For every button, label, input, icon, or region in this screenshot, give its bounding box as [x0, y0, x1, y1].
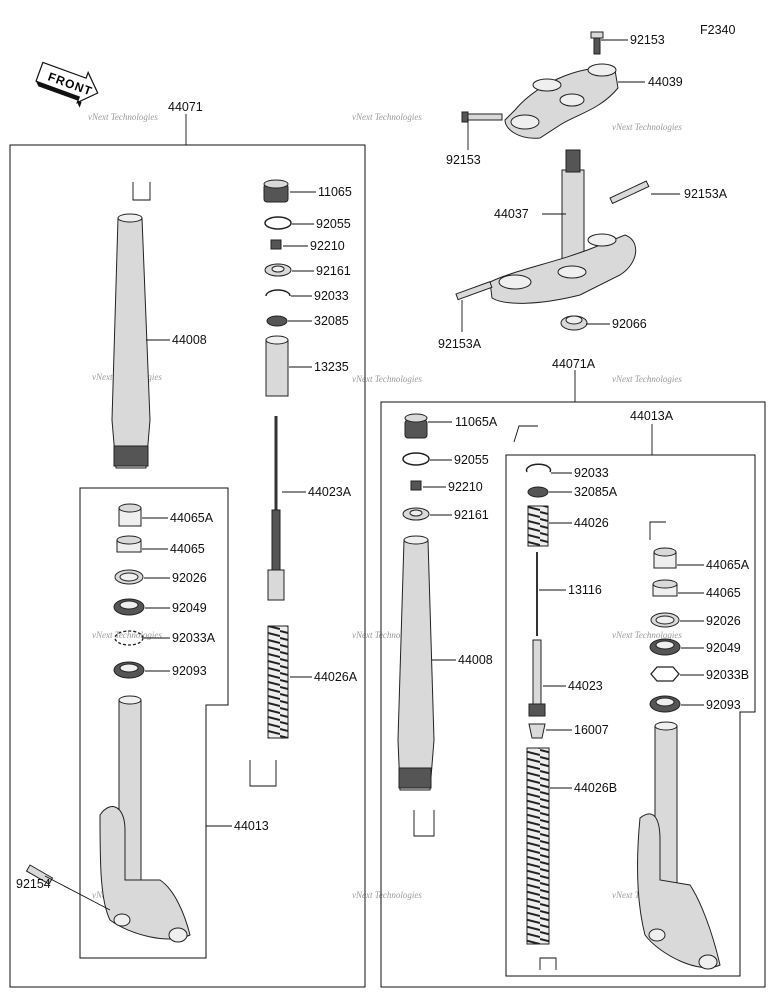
part-label-11065a: 11065A: [455, 415, 498, 429]
part-label-92161: 92161: [316, 264, 351, 278]
part-label-92033: 92033: [574, 466, 609, 480]
front-arrow-icon: FRONT: [35, 61, 99, 108]
part-label-44023a: 44023A: [308, 485, 352, 499]
left-inner-frame: [79, 487, 229, 959]
part-label-92210: 92210: [448, 480, 483, 494]
part-label-44065: 44065: [706, 586, 741, 600]
part-label-44039: 44039: [648, 75, 683, 89]
part-label-44071a: 44071A: [552, 357, 596, 371]
part-label-92161: 92161: [454, 508, 489, 522]
watermark: vNext Technologies: [352, 890, 422, 900]
part-label-92049: 92049: [172, 601, 207, 615]
part-label-92055: 92055: [454, 453, 489, 467]
part-label-92033b: 92033B: [706, 668, 749, 682]
right-inner-frame: [505, 454, 756, 977]
left-fork-frame: [9, 144, 366, 988]
part-label-92153a: 92153A: [438, 337, 482, 351]
part-label-92153: 92153: [446, 153, 481, 167]
part-label-44013: 44013: [234, 819, 269, 833]
part-label-44071: 44071: [168, 100, 203, 114]
part-label-44026a: 44026A: [314, 670, 358, 684]
part-label-44008: 44008: [172, 333, 207, 347]
part-label-44026b: 44026B: [574, 781, 617, 795]
part-label-92153: 92153: [630, 33, 665, 47]
part-label-92210: 92210: [310, 239, 345, 253]
part-label-92026: 92026: [172, 571, 207, 585]
watermark: vNext Technologies: [88, 112, 158, 122]
part-label-44037: 44037: [494, 207, 529, 221]
part-label-44065a: 44065A: [706, 558, 750, 572]
part-label-32085: 32085: [314, 314, 349, 328]
figure-code: F2340: [700, 23, 735, 37]
part-label-92066: 92066: [612, 317, 647, 331]
part-label-13116: 13116: [568, 583, 602, 597]
steering-assembly: [455, 31, 650, 331]
part-label-44065: 44065: [170, 542, 205, 556]
part-label-44065a: 44065A: [170, 511, 214, 525]
watermark: vNext Technologies: [612, 122, 682, 132]
part-label-11065: 11065: [318, 185, 352, 199]
part-label-92154: 92154: [16, 877, 51, 891]
part-label-92033: 92033: [314, 289, 349, 303]
part-label-44013a: 44013A: [630, 409, 674, 423]
watermark: vNext Technologies: [352, 374, 422, 384]
part-label-92093: 92093: [706, 698, 741, 712]
right-fork-frame: [380, 401, 766, 988]
watermark: vNext Technologies: [92, 630, 162, 640]
part-label-92153a: 92153A: [684, 187, 728, 201]
part-label-13235: 13235: [314, 360, 349, 374]
part-label-92093: 92093: [172, 664, 207, 678]
watermark: vNext Technologies: [352, 630, 422, 640]
watermark: vNext Technologies: [612, 374, 682, 384]
outer-tube-left: [111, 182, 151, 469]
part-label-92033a: 92033A: [172, 631, 216, 645]
part-label-16007: 16007: [574, 723, 609, 737]
part-label-44023: 44023: [568, 679, 603, 693]
watermark: vNext Technologies: [352, 112, 422, 122]
part-label-44008: 44008: [458, 653, 493, 667]
part-label-92055: 92055: [316, 217, 351, 231]
watermark: vNext Technologies: [612, 630, 682, 640]
part-label-32085a: 32085A: [574, 485, 618, 499]
part-label-44026: 44026: [574, 516, 609, 530]
part-label-92026: 92026: [706, 614, 741, 628]
part-label-92049: 92049: [706, 641, 741, 655]
